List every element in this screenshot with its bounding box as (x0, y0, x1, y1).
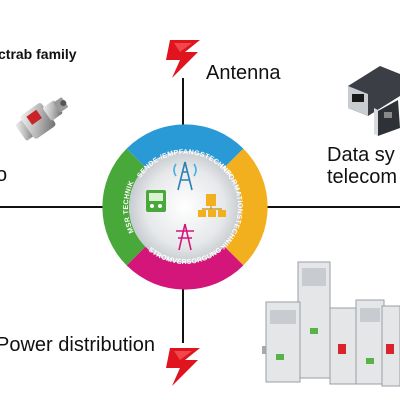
lightning-icon-bottom (160, 346, 208, 388)
connector-top (182, 78, 184, 126)
coaxial-protector-image (2, 78, 82, 158)
connector-left (0, 206, 105, 208)
measuring-device-icon (146, 190, 166, 212)
power-distribution-label: Power distribution (0, 334, 155, 356)
ring-core (129, 151, 241, 263)
ring-segment-left (102, 148, 146, 266)
data-systems-label-line1: Data sy (327, 144, 395, 166)
power-mast-icon (176, 223, 194, 251)
din-rail-modules-image (262, 258, 400, 400)
ring-segment-top (126, 124, 244, 168)
product-family-label: ctrab family (0, 46, 77, 62)
data-systems-label-line2: telecom (327, 166, 398, 188)
antenna-label: Antenna (206, 62, 281, 84)
connector-right (262, 206, 400, 208)
antenna-tower-icon (173, 161, 197, 191)
ring-segment-bottom (126, 246, 244, 290)
left-label-fragment: o (0, 164, 8, 186)
computer-network-icon (198, 194, 226, 217)
ring-diagram: SENDE-/EMPFANGSTECHNIK INFORMATIONSTECHN… (102, 124, 268, 290)
connector-bottom (182, 288, 184, 343)
data-adapter-image (340, 52, 400, 136)
ring-segment-right (224, 148, 268, 266)
lightning-icon-top (160, 38, 208, 80)
